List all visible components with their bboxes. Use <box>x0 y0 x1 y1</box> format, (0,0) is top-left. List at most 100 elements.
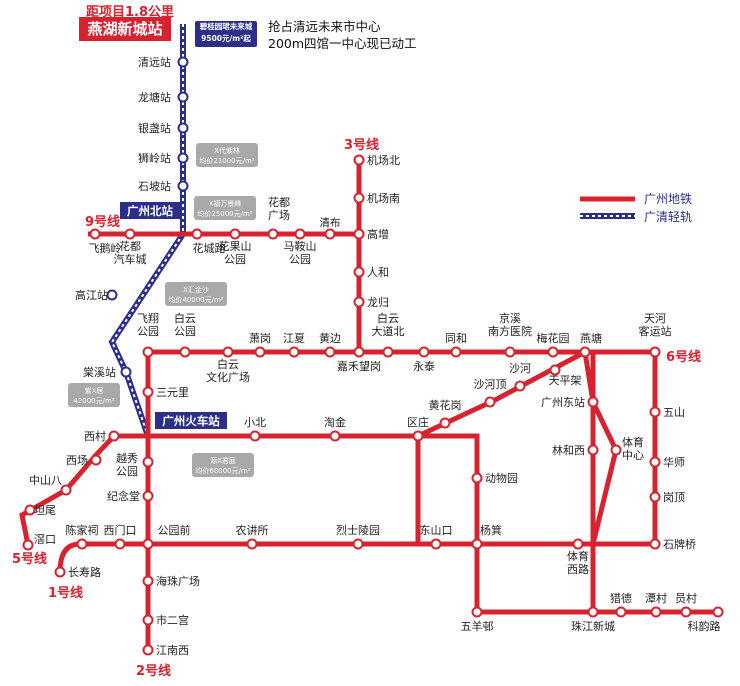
station-label-huadu-qichecheng: 花都汽车城 <box>114 240 147 266</box>
station-dot-jingxi <box>504 346 516 358</box>
station-dot-liede <box>615 606 627 618</box>
station-label-guangzhou-dongzhan: 广州东站 <box>541 395 585 409</box>
station-dot-jiangnanxi <box>142 644 154 656</box>
station-label-feixiang: 飞翔公园 <box>137 311 159 338</box>
station-label-shahe: 沙河 <box>509 362 531 375</box>
station-label-yuexiu-gongyuan: 越秀公园 <box>116 451 138 478</box>
station-label-gongyuanqian: 公园前 <box>158 523 191 537</box>
station-dot-feixiang <box>142 346 154 358</box>
station-label-qingbu: 清布 <box>320 216 341 229</box>
legend-light-rail: 广清轻轨 <box>644 210 693 224</box>
station-dot-zhongshanba <box>60 484 72 496</box>
price-tag-box <box>192 453 254 477</box>
project-note-2: 200m四馆一中心现已动工 <box>268 36 417 51</box>
station-label-kejunlu: 科韵路 <box>688 619 721 633</box>
line-label-1: 1号线 <box>48 586 84 601</box>
station-dot-tanwei <box>24 504 36 516</box>
distance-note: 距项目1.8公里 <box>86 5 175 20</box>
station-dot-zhujiang-xincheng <box>587 606 599 618</box>
station-label-feieling: 飞鹅岭 <box>89 241 122 255</box>
station-dot-tianpingjia <box>549 364 561 376</box>
station-dot-dongwuyuan <box>471 472 483 484</box>
station-label-tangxi: 棠溪站 <box>83 365 116 379</box>
price-tags-layer: X代紫林均价21000元/m²X福万景峰均价25000元/m²X汇金沙均价400… <box>68 143 258 477</box>
station-dot-shahe <box>514 380 526 392</box>
station-label-gaozeng: 高增 <box>367 227 389 241</box>
station-label-jichangnan: 机场南 <box>367 191 400 205</box>
station-dot-haizhu-guangchang <box>142 575 154 587</box>
price-tag-price: 均价21000元/m² <box>199 156 254 165</box>
station-dot-jiaokou <box>22 539 34 551</box>
station-dot-gangding <box>649 491 661 503</box>
station-dot-huanghuagang <box>439 417 451 429</box>
station-dot-yongtai <box>418 346 430 358</box>
price-tag-price: 均价68000元/m² <box>195 466 250 475</box>
station-label-meihuayuan: 梅花园 <box>537 331 570 345</box>
station-dot-tiyu-zhongxin <box>610 444 622 456</box>
station-label-tonghe: 同和 <box>445 332 467 345</box>
station-label-jiangxia: 江夏 <box>283 332 305 345</box>
station-dot-meihuayuan <box>547 346 559 358</box>
station-label-shiergong: 市二宫 <box>156 613 189 627</box>
station-dot-longtang <box>177 91 189 103</box>
station-label-yinzhan: 银盏站 <box>138 121 171 135</box>
station-label-zhujiang-xincheng: 珠江新城 <box>571 619 615 633</box>
station-label-gaojiang: 高江站 <box>75 288 108 302</box>
station-label-tianhe-keyunzhan: 天河客运站 <box>639 312 672 338</box>
station-label-lieshilingyuan: 烈士陵园 <box>336 523 380 537</box>
station-label-huaguoshan: 花果山公园 <box>219 240 252 266</box>
stations-layer <box>22 56 724 656</box>
station-label-sanyuanli: 三元里 <box>156 386 189 399</box>
station-label-changshoulu: 长寿路 <box>68 565 101 579</box>
station-dot-yinzhan <box>177 122 189 134</box>
project-station-title: 燕湖新城站 <box>79 17 171 41</box>
station-label-baiyun-dadaobei: 白云大道北 <box>372 311 405 338</box>
station-label-nongjiangsuo: 农讲所 <box>236 523 269 537</box>
line-label-9: 9号线 <box>85 215 121 230</box>
station-dot-quzhuang <box>412 430 424 442</box>
station-label-ximenkou: 西门口 <box>104 523 137 537</box>
station-dot-tancun <box>650 606 662 618</box>
station-dot-huadu-qichecheng <box>124 228 136 240</box>
station-label-gangding: 岗顶 <box>663 491 685 504</box>
line-label-6: 6号线 <box>666 350 702 365</box>
line-label-2: 2号线 <box>136 664 172 679</box>
station-dot-guangzhou-dongzhan <box>587 396 599 408</box>
station-label-baiyun-gongyuan: 白云公园 <box>174 311 196 338</box>
station-label-maanshan: 马鞍山公园 <box>284 239 317 266</box>
station-label-zhongshanba: 中山八 <box>29 474 62 487</box>
station-dot-yangji <box>471 538 483 550</box>
station-dot-tiyu-xilu <box>572 538 584 550</box>
station-dot-yuexiu-gongyuan <box>142 456 154 468</box>
station-label-longgui: 龙归 <box>367 295 389 309</box>
station-label-tanwei: 坦尾 <box>34 503 56 517</box>
station-dot-xichang <box>90 454 102 466</box>
labels-layer: 清远站龙塘站银盏站狮岭站石坡站高江站棠溪站飞鹅岭花都汽车城花城路花果山公园花都广… <box>29 55 721 657</box>
station-label-shiling: 狮岭站 <box>138 151 171 165</box>
station-label-baiyun-wenhua: 白云文化广场 <box>206 357 250 384</box>
project-note-1: 抢占清远未来市中心 <box>268 19 381 34</box>
station-dot-huachenglu <box>191 228 203 240</box>
station-dot-jichangnan <box>353 192 365 204</box>
station-dot-maanshan <box>294 228 306 240</box>
price-tag-box <box>196 143 258 167</box>
price-tag-name: X汇金沙 <box>183 285 209 294</box>
station-dot-xicun <box>108 430 120 442</box>
station-dot-jiahewanggang <box>353 346 365 358</box>
station-label-yantang: 燕塘 <box>580 331 602 345</box>
station-dot-yantang <box>579 346 591 358</box>
station-label-wuyangcun: 五羊邨 <box>461 619 494 633</box>
station-label-xichang: 西场 <box>66 453 88 467</box>
station-dot-tonghe <box>450 346 462 358</box>
hub-label-guangzhou-north: 广州北站 <box>127 204 173 218</box>
station-label-jiaokou: 滘口 <box>34 533 56 546</box>
station-dot-xiaogang <box>254 346 266 358</box>
station-dot-qingbu <box>324 228 336 240</box>
legend-metro: 广州地铁 <box>644 192 693 206</box>
station-dot-kejunlu <box>712 606 724 618</box>
station-label-xiaobei: 小北 <box>244 416 266 429</box>
price-tag-box <box>68 383 120 407</box>
